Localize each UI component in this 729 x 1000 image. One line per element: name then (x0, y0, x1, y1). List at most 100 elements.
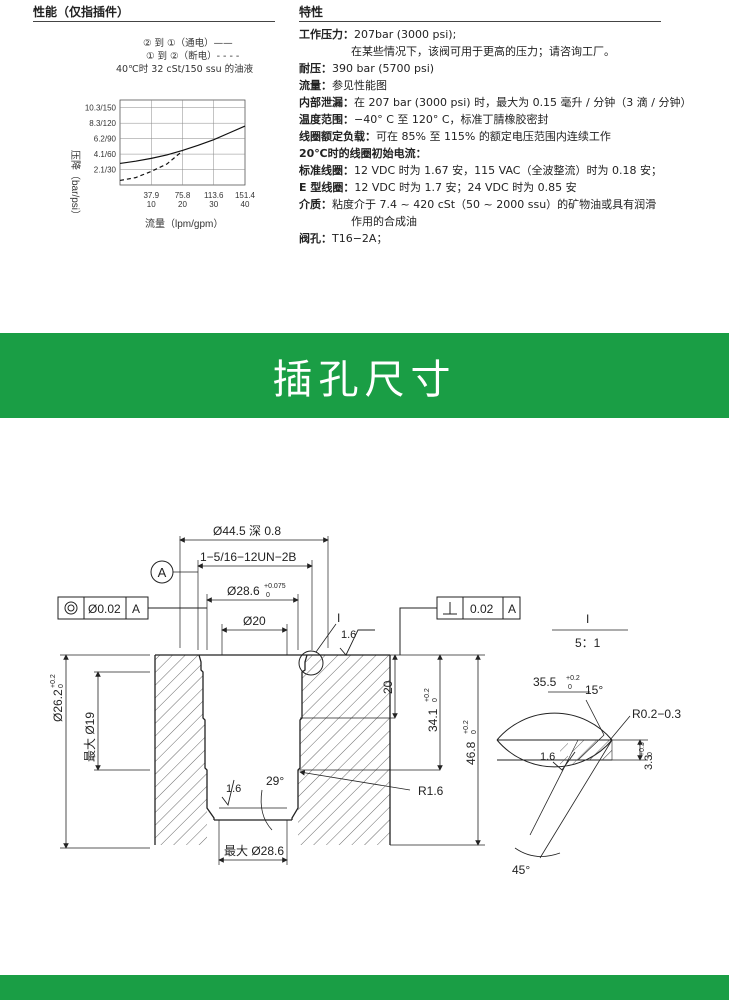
dim-3-3-label: 3.3 (643, 755, 655, 770)
dim-3-3-tol: +0.3 (639, 742, 646, 756)
dia-28-6-tol-upper: +0.075 (264, 583, 286, 590)
spec-value: 207bar (3000 psi); (354, 28, 457, 41)
datum-a-label: A (158, 565, 167, 580)
detail-lines (529, 691, 648, 859)
roughness-value: 1.6 (341, 629, 356, 641)
cavity-drawing: A Ø0.02 A 0.02 A I 1.6 Ø44.5 深 0.8 1−5/1… (50, 524, 681, 877)
y-axis-label: 压降（bar/psi） (69, 150, 82, 220)
y-tick-label: 6.2/90 (94, 135, 117, 144)
performance-title: 性能（仅指插件） (33, 5, 130, 19)
detail-title: I (586, 612, 589, 626)
max-28-6-label: 最大 Ø28.6 (224, 844, 284, 858)
spec-row: 介质：粘度介于 7.4 ~ 420 cSt（50 ~ 2000 ssu）的矿物油… (299, 196, 719, 213)
spec-row: 阀孔：T16−2A； (299, 230, 719, 247)
angle-35-5-tol-zero: 0 (568, 684, 572, 691)
dia-26-2-tol-zero: 0 (58, 684, 65, 688)
dim-46-8-tol-zero: 0 (471, 730, 478, 734)
spec-row: E 型线圈： 12 VDC 时为 1.7 安；24 VDC 时为 0.85 安 (299, 179, 719, 196)
spec-row: 作用的合成油 (299, 213, 719, 230)
x-tick-label-bottom: 10 (147, 200, 156, 209)
spec-value: 12 VDC 时为 1.7 安；24 VDC 时为 0.85 安 (354, 181, 577, 194)
spec-value: 作用的合成油 (351, 215, 417, 228)
series-deenergized-line (119, 150, 183, 182)
angle-45-arc (514, 847, 561, 857)
hatched-body-right (298, 655, 318, 845)
dia-26-2-label: Ø26.2 (51, 689, 65, 722)
concentricity-datum: A (132, 602, 140, 616)
spec-value: 粘度介于 7.4 ~ 420 cSt（50 ~ 2000 ssu）的矿物油或具有… (332, 198, 657, 211)
roughness-bottom-symbol (221, 779, 235, 807)
dim-46-8-label: 46.8 (464, 741, 478, 765)
y-tick-label: 2.1/30 (94, 166, 117, 175)
thread-label: 1−5/16−12UN−2B (200, 550, 296, 564)
spec-value: −40° C 至 120° C，标准丁腈橡胶密封 (354, 113, 549, 126)
legend-fluid: 40℃时 32 cSt/150 ssu 的油液 (116, 64, 254, 75)
dim-46-8-tol: +0.2 (463, 720, 470, 734)
spec-label: 耐压： (299, 62, 332, 75)
legend-energized: ② 到 ①（通电）—— (143, 38, 233, 49)
series-energized-line (119, 125, 246, 165)
specs-list: 工作压力：207bar (3000 psi); 在某些情况下，该阀可用于更高的压力… (299, 26, 719, 247)
angle-29-arc (260, 789, 273, 831)
angle-29-label: 29° (266, 774, 284, 788)
y-tick-label: 4.1/60 (94, 150, 117, 159)
spec-value: 在某些情况下，该阀可用于更高的压力；请咨询工厂。 (351, 45, 615, 58)
perpendicularity-datum: A (508, 602, 516, 616)
spec-row: 耐压：390 bar (5700 psi) (299, 60, 719, 77)
r-range-label: R0.2−0.3 (632, 707, 681, 721)
spec-row: 内部泄漏：在 207 bar (3000 psi) 时，最大为 0.15 毫升 … (299, 94, 719, 111)
x-tick-label-top: 37.9 (143, 191, 159, 200)
angle-35-5-label: 35.5 (533, 675, 557, 689)
x-tick-label-bottom: 30 (209, 200, 218, 209)
spec-label: 流量： (299, 79, 332, 92)
concentricity-value: Ø0.02 (88, 602, 121, 616)
r-1-6-label: R1.6 (418, 784, 444, 798)
x-tick-label-top: 75.8 (175, 191, 191, 200)
spec-row: 流量：参见性能图 (299, 77, 719, 94)
spec-label: 温度范围： (299, 113, 354, 126)
spec-label: 介质： (299, 198, 332, 211)
concentricity-frame (57, 596, 207, 620)
performance-rule (33, 21, 275, 22)
dim-20-label: 20 (381, 680, 395, 694)
x-tick-label-bottom: 20 (178, 200, 187, 209)
y-tick-label: 8.3/120 (89, 119, 116, 128)
detail-hatch-top (567, 739, 613, 761)
specs-title: 特性 (299, 5, 324, 19)
bottom-bar (0, 975, 729, 1000)
spec-value: 可在 85% 至 115% 的额定电压范围内连续工作 (376, 130, 611, 143)
chart-grid (119, 99, 246, 186)
dim-34-1-tol: +0.2 (424, 688, 431, 702)
extension-lines (60, 536, 485, 865)
spec-label: E 型线圈： (299, 181, 355, 194)
angle-15-label: 15° (585, 683, 603, 697)
hatched-body-left (155, 655, 207, 845)
dia-28-6-tol-lower: 0 (266, 592, 270, 599)
detail-roughness-symbol (552, 751, 576, 771)
spec-row: 工作压力：207bar (3000 psi); (299, 26, 719, 43)
dimension-lines (63, 537, 481, 863)
spec-value: 在 207 bar (3000 psi) 时，最大为 0.15 毫升 / 分钟（… (354, 96, 692, 109)
spec-label: 线圈额定负载： (299, 130, 376, 143)
perpendicularity-value: 0.02 (470, 602, 494, 616)
spec-label: 阀孔： (299, 232, 332, 245)
angle-45-label: 45° (512, 863, 530, 877)
chart-series-group (119, 125, 246, 182)
spec-label: 标准线圈： (299, 164, 354, 177)
spec-row: 在某些情况下，该阀可用于更高的压力；请咨询工厂。 (299, 43, 719, 60)
hatched-body-far-right (318, 655, 390, 845)
dim-34-1-tol-zero: 0 (432, 698, 439, 702)
spec-label: 内部泄漏： (299, 96, 354, 109)
top-dia-label: Ø44.5 深 0.8 (213, 524, 281, 538)
section-banner: 插孔尺寸 (0, 333, 729, 418)
spec-row: 标准线圈：12 VDC 时为 1.67 安，115 VAC（全波整流）时为 0.… (299, 162, 719, 179)
spec-row: 20℃时的线圈初始电流： (299, 145, 719, 162)
spec-value: 12 VDC 时为 1.67 安，115 VAC（全波整流）时为 0.18 安； (354, 164, 662, 177)
detail-circle (298, 650, 324, 676)
dim-3-3-tol-zero: 0 (647, 752, 654, 756)
dia-28-6-label: Ø28.6 (227, 584, 260, 598)
perpendicularity-frame (399, 596, 521, 655)
